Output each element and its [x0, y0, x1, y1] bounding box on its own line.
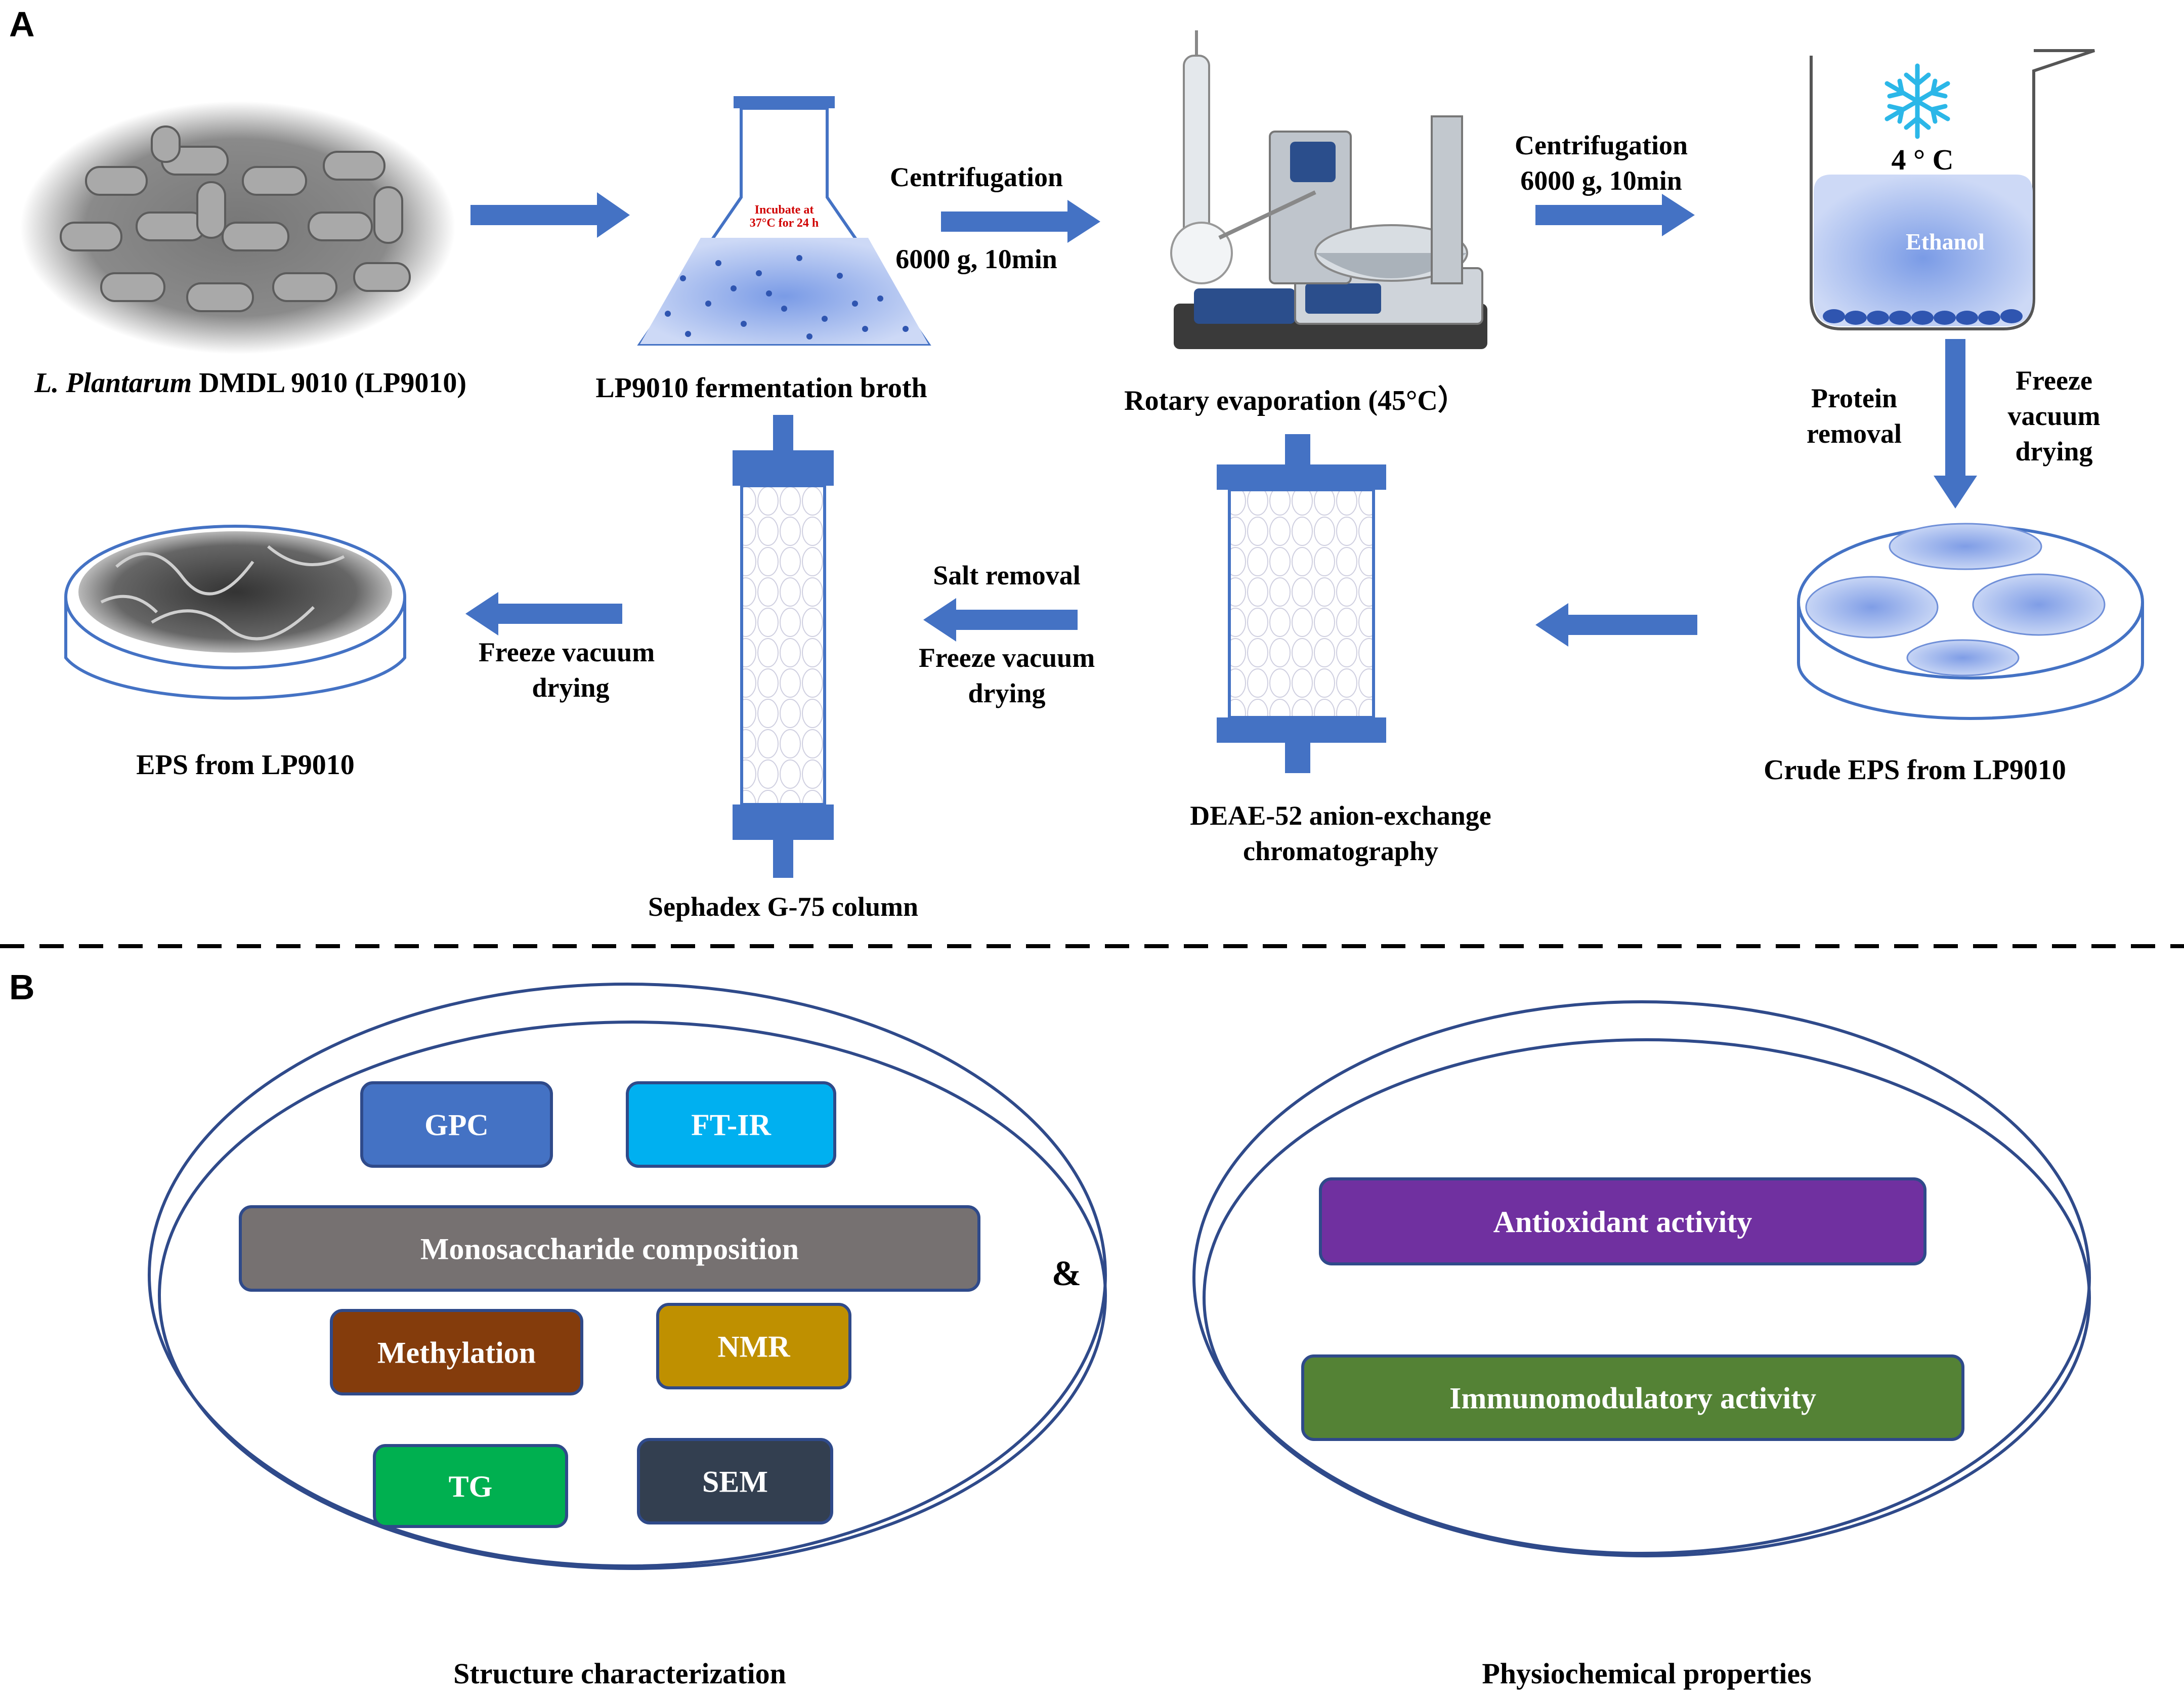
structure-box-label-tg: TG — [449, 1470, 493, 1503]
eps-petri-dish — [64, 525, 406, 700]
structure-box-ft-ir — [626, 1081, 836, 1168]
arrow1-label-top: Centrifugation — [890, 162, 1063, 192]
deae-column — [1217, 434, 1386, 773]
down-left-line1: Protein — [1811, 383, 1897, 413]
down-right-line1: Freeze — [2016, 365, 2092, 396]
structure-box-monosaccharide-composition — [239, 1205, 980, 1292]
rotary-evaporator — [1170, 30, 1487, 349]
structure-box-label-ft-ir: FT-IR — [691, 1109, 771, 1142]
mid-arrow-line2: Freeze vacuum — [919, 643, 1095, 673]
flask-label-line2: 37°C for 24 h — [750, 217, 819, 230]
property-box-antioxidant-activity — [1319, 1177, 1926, 1265]
left-arrow-line2: drying — [532, 672, 609, 703]
structure-box-label-nmr: NMR — [717, 1330, 790, 1364]
ethanol-beaker: 4 ° C Ethanol — [1810, 49, 2095, 330]
final-caption: EPS from LP9010 — [136, 749, 354, 781]
mid-arrow-line3: drying — [968, 678, 1045, 708]
structure-box-nmr — [656, 1303, 851, 1389]
property-box-label-immunomodulatory-activity: Immunomodulatory activity — [1449, 1382, 1816, 1415]
physiochemical-properties-group — [1192, 1000, 2091, 1557]
arrow-down — [1934, 339, 1977, 508]
bacteria-sem-image — [20, 101, 455, 354]
deae-caption-line2: chromatography — [1243, 836, 1438, 866]
structure-box-label-monosaccharide-composition: Monosaccharide composition — [420, 1233, 799, 1266]
physiochemical-caption: Physiochemical properties — [1482, 1657, 1811, 1690]
property-box-immunomodulatory-activity — [1301, 1354, 1964, 1441]
arrow-left-2 — [923, 598, 1078, 642]
structure-characterization-group — [148, 983, 1107, 1570]
erlenmeyer-flask: Incubate at 37°C for 24 h — [637, 96, 931, 346]
snowflake-icon — [1885, 63, 1950, 139]
structure-box-gpc — [360, 1081, 553, 1168]
step3-caption: Rotary evaporation (45°C） — [1124, 385, 1466, 416]
arrow-right-2 — [941, 200, 1100, 243]
arrow-left-1 — [1535, 603, 1697, 647]
structure-box-label-sem: SEM — [702, 1465, 768, 1499]
arrow-right-1 — [470, 192, 630, 238]
left-box-list: GPC FT-IR Monosaccharide compositionMethyl… — [239, 1081, 980, 1528]
sephadex-column — [733, 415, 834, 878]
step5-caption: Crude EPS from LP9010 — [1764, 754, 2066, 786]
panel-label-b: B — [9, 967, 35, 1007]
arrow1-label-bottom: 6000 g, 10min — [895, 244, 1057, 274]
property-box-label-antioxidant-activity: Antioxidant activity — [1493, 1205, 1752, 1239]
crude-eps-petri-dish — [1797, 523, 2144, 720]
sephadex-caption: Sephadex G-75 column — [648, 892, 918, 922]
arrow-right-3 — [1535, 194, 1695, 236]
structure-box-label-methylation: Methylation — [377, 1336, 536, 1370]
step2-caption: LP9010 fermentation broth — [595, 372, 927, 404]
arrow-left-3 — [465, 592, 622, 635]
deae-caption-line1: DEAE-52 anion-exchange — [1190, 800, 1491, 831]
ampersand: & — [1052, 1254, 1081, 1293]
down-left-line2: removal — [1807, 418, 1902, 449]
arrow2-label-line1: Centrifugation — [1515, 130, 1688, 160]
structure-box-tg — [373, 1444, 568, 1528]
structure-box-label-gpc: GPC — [424, 1109, 489, 1142]
flask-label-line1: Incubate at — [755, 203, 814, 217]
left-arrow-line1: Freeze vacuum — [479, 637, 655, 667]
structure-box-methylation — [330, 1309, 583, 1395]
beaker-temp: 4 ° C — [1891, 143, 1953, 176]
structure-box-sem — [637, 1438, 833, 1524]
step1-caption: L. Plantarum DMDL 9010 (LP9010) — [34, 367, 466, 399]
down-right-line3: drying — [2015, 436, 2092, 467]
mid-arrow-top: Salt removal — [933, 560, 1080, 590]
arrow2-label-line2: 6000 g, 10min — [1520, 165, 1682, 196]
beaker-liquid-label: Ethanol — [1906, 229, 1985, 255]
panel-label-a: A — [9, 5, 35, 44]
down-right-line2: vacuum — [2007, 401, 2100, 431]
structure-caption: Structure characterization — [453, 1657, 786, 1690]
